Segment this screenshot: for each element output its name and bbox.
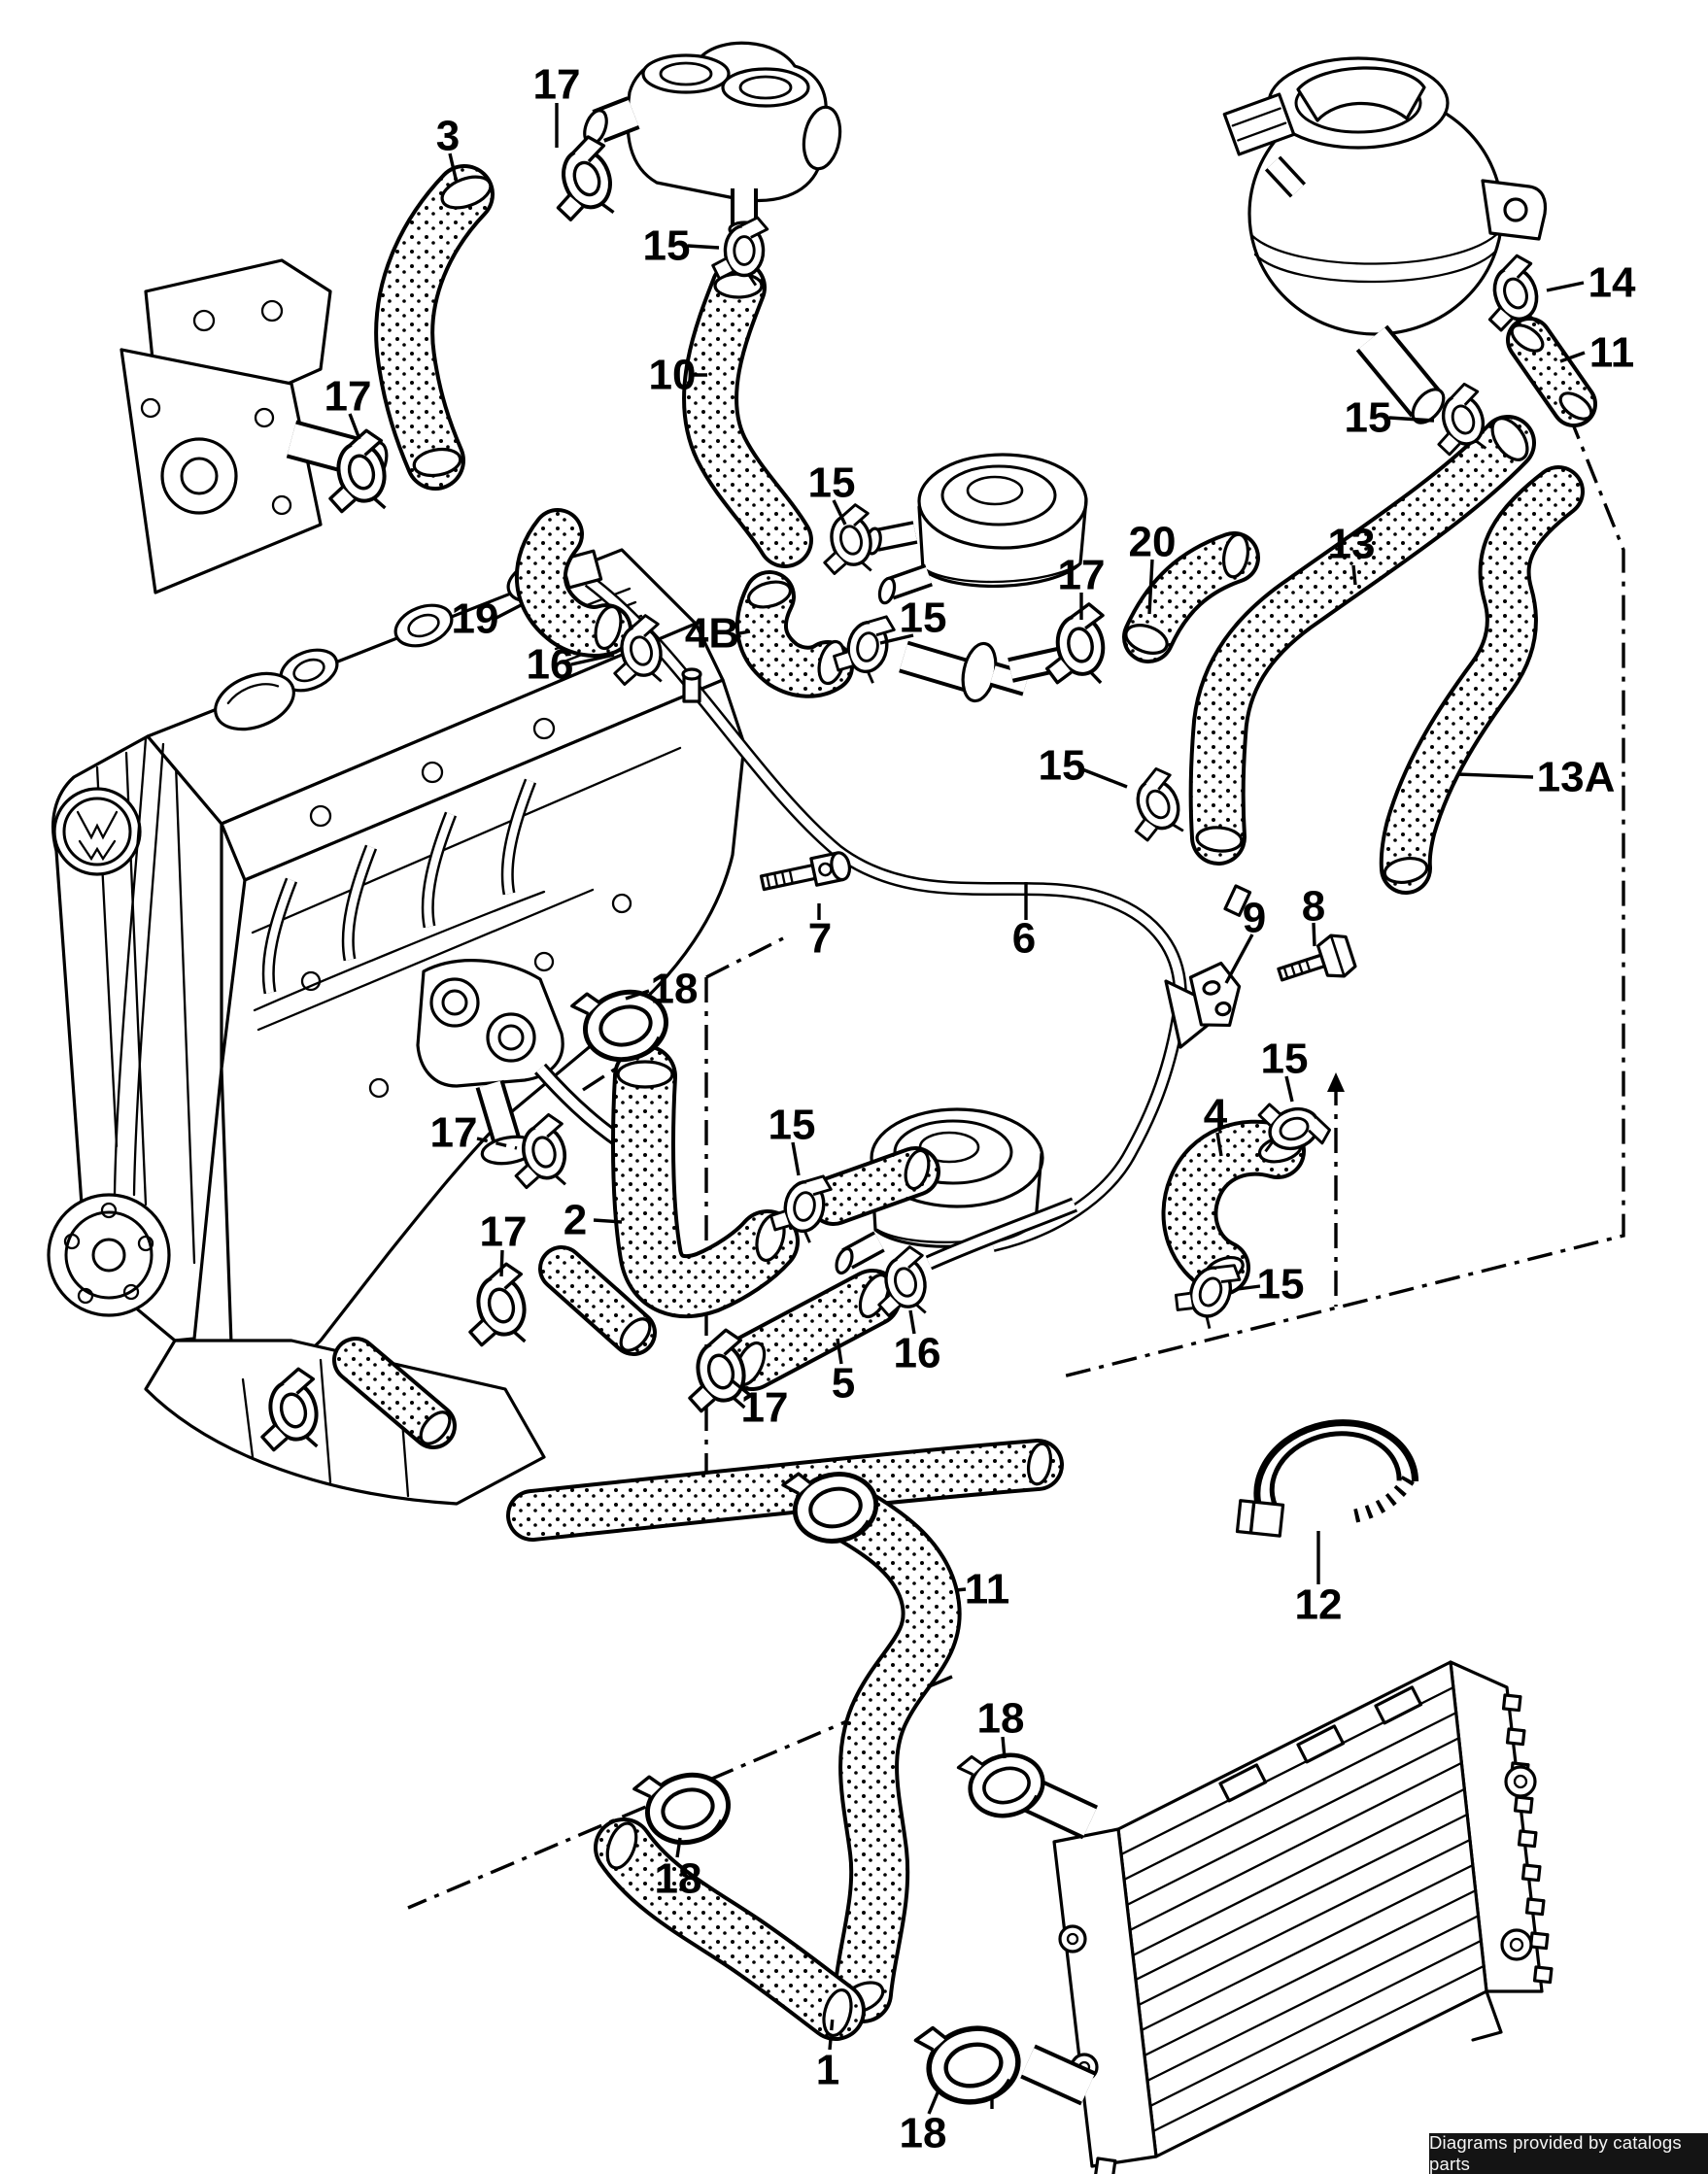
callout-leader-8	[1312, 922, 1316, 947]
bolt-8	[1277, 934, 1357, 982]
bolt-7	[759, 851, 851, 892]
callout-label-8: 8	[1302, 883, 1325, 931]
callout-label-10: 10	[649, 352, 697, 399]
tank-bracket	[1481, 179, 1548, 241]
callout-leader-1	[828, 2016, 835, 2051]
vw-logo-icon	[52, 787, 142, 876]
callout-leader-16	[570, 653, 615, 666]
callout-label-4B: 4B	[685, 610, 739, 658]
expansion-tank	[1222, 56, 1548, 428]
callout-leader-18	[1001, 1736, 1007, 1759]
callout-label-9: 9	[1243, 895, 1266, 942]
oil-filler-cap	[214, 671, 295, 731]
callout-leader-18	[927, 2089, 940, 2115]
watermark-bar: Diagrams provided by catalogs parts	[1429, 2132, 1708, 2174]
callout-leader-15	[687, 244, 720, 250]
callout-label-15: 15	[808, 459, 856, 507]
callout-label-13: 13	[1328, 521, 1376, 568]
callout-leader-5	[836, 1338, 843, 1365]
callout-leader-17	[476, 1137, 518, 1150]
callout-label-19: 19	[452, 595, 499, 643]
callout-leader-18	[625, 989, 650, 1001]
callout-leader-20	[1147, 559, 1154, 615]
callout-label-14: 14	[1588, 259, 1636, 307]
callout-leader-13A	[1456, 772, 1534, 779]
callout-label-15: 15	[900, 594, 947, 642]
callout-label-18: 18	[900, 2110, 947, 2157]
callout-leader-14	[1546, 281, 1585, 292]
callout-label-17: 17	[430, 1109, 478, 1157]
callout-label-15: 15	[643, 222, 691, 270]
callout-label-18: 18	[977, 1695, 1025, 1743]
worm-clamp-12	[1235, 1419, 1419, 1538]
callout-leader-17	[499, 1249, 504, 1277]
callout-leader-15	[879, 633, 914, 645]
callout-label-18: 18	[651, 966, 699, 1013]
callout-leader-4	[1215, 1132, 1223, 1157]
callout-label-16: 16	[894, 1330, 941, 1377]
callout-label-15: 15	[1039, 742, 1086, 790]
retainer-9	[1188, 961, 1242, 1028]
thermostat-housing	[416, 959, 661, 1170]
callout-label-17: 17	[325, 373, 372, 421]
coolant-pipe-6	[560, 549, 1252, 1245]
callout-label-1: 1	[816, 2047, 839, 2094]
callout-leader-3	[448, 153, 459, 184]
oil-cooler-upper	[865, 453, 1088, 605]
callout-label-13A: 13A	[1537, 754, 1616, 801]
water-pump	[120, 348, 389, 594]
callout-label-3: 3	[436, 113, 460, 160]
tank-cap	[1267, 56, 1450, 150]
callout-leader-13	[1351, 564, 1357, 586]
callout-label-17: 17	[741, 1384, 789, 1432]
callout-leader-15	[1284, 1075, 1294, 1103]
callout-label-15: 15	[769, 1102, 816, 1149]
callout-leader-2	[593, 1218, 623, 1224]
callout-leader-15	[791, 1141, 801, 1176]
callout-label-11: 11	[1589, 329, 1635, 377]
callout-leader-15	[1081, 767, 1128, 789]
callout-label-15: 15	[1257, 1261, 1305, 1308]
callout-leader-18	[675, 1837, 682, 1858]
radiator	[1028, 1660, 1554, 2174]
hoses	[356, 171, 1595, 2039]
callout-label-17: 17	[533, 61, 581, 109]
watermark-text: Diagrams provided by catalogs parts	[1429, 2132, 1682, 2174]
callout-label-16: 16	[527, 641, 574, 689]
callout-label-5: 5	[832, 1360, 855, 1408]
water-flange-junction	[580, 41, 842, 236]
callout-leader-15	[1388, 416, 1435, 423]
callout-leader-19	[494, 602, 524, 621]
callout-label-17: 17	[1058, 552, 1106, 599]
callout-label-15: 15	[1345, 394, 1392, 442]
callout-leader-11	[1559, 351, 1586, 363]
callout-label-4: 4	[1204, 1091, 1228, 1138]
callout-leader-11	[955, 1587, 967, 1592]
callout-label-7: 7	[808, 915, 832, 963]
callout-leader-15	[1237, 1284, 1261, 1291]
callout-leader-17	[730, 1378, 753, 1398]
tank-sensor-connector	[1222, 92, 1296, 156]
callout-label-17: 17	[480, 1208, 528, 1256]
callout-leader-16	[908, 1309, 916, 1335]
callout-label-11: 11	[965, 1566, 1010, 1614]
callout-leader-15	[832, 499, 847, 526]
callout-label-12: 12	[1295, 1581, 1343, 1629]
callout-leader-4B	[738, 629, 751, 635]
crank-pulley	[47, 1193, 171, 1317]
callout-label-18: 18	[655, 1855, 702, 1903]
callout-label-2: 2	[564, 1197, 587, 1244]
callout-label-20: 20	[1129, 519, 1177, 566]
callout-leader-9	[1224, 934, 1254, 984]
callout-label-6: 6	[1012, 915, 1036, 963]
callout-label-15: 15	[1261, 1036, 1309, 1083]
callout-leader-17	[348, 413, 361, 440]
pipe-fitting-4b	[681, 640, 1066, 703]
